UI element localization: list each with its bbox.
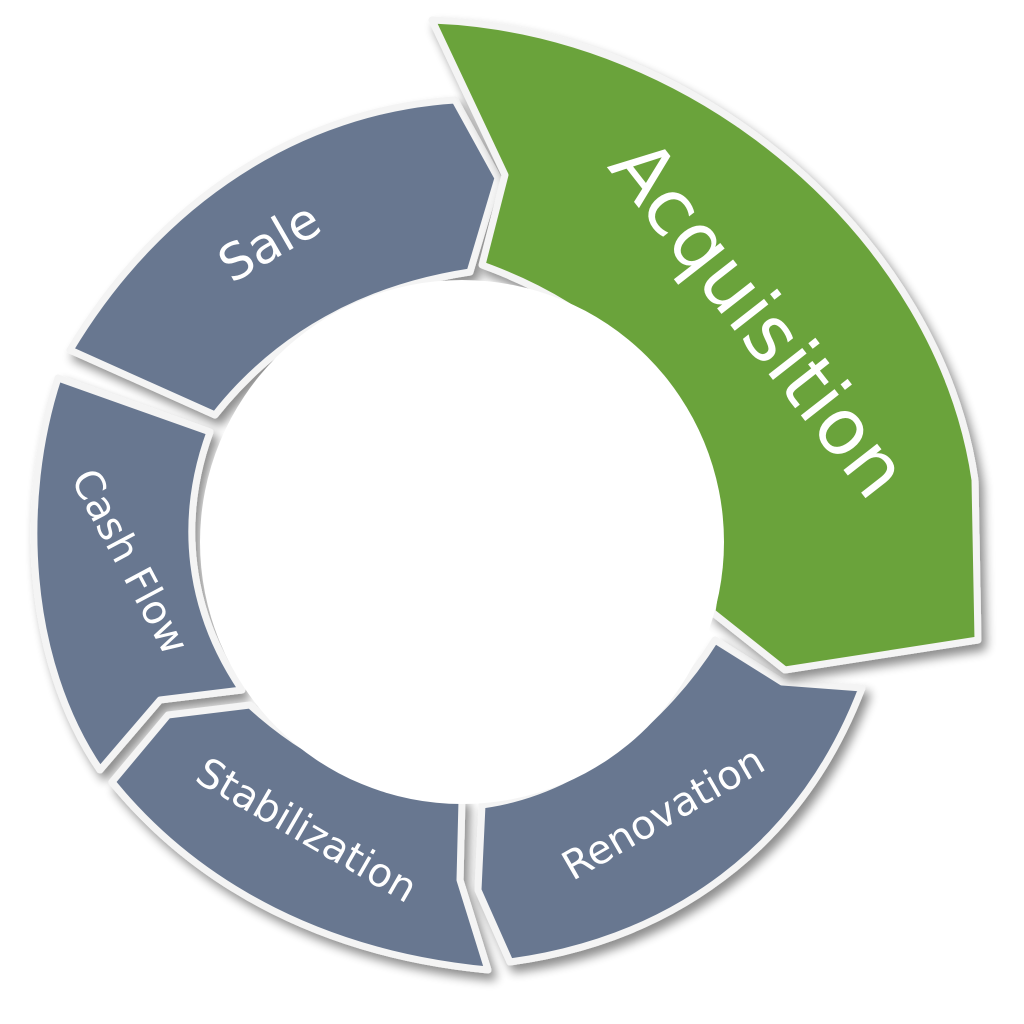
stage-renovation: Renovation (474, 636, 866, 966)
stage-cash-flow: Cash Flow (30, 374, 246, 774)
cash-flow-arrow-shape (30, 374, 246, 774)
stage-sale: Sale (66, 96, 502, 419)
sale-arrow-shape (66, 96, 502, 419)
center-circle (200, 280, 724, 804)
